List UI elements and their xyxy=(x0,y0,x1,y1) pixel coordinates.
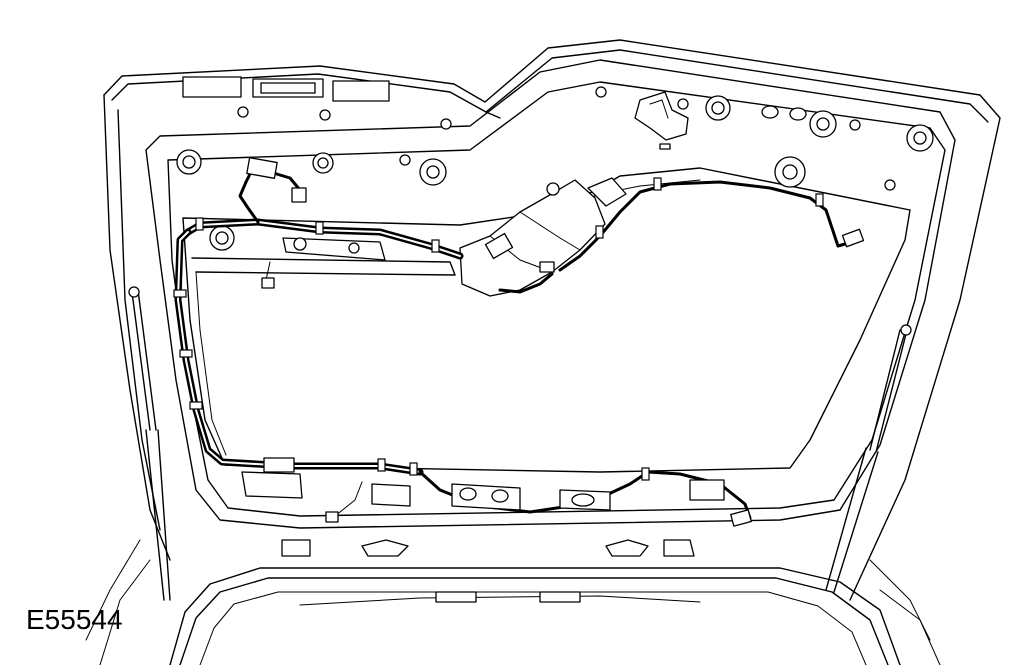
hinge-bracket xyxy=(634,91,689,150)
electrical-connectors xyxy=(246,157,865,527)
grommets xyxy=(176,95,934,251)
lower-trim-components xyxy=(241,471,695,557)
latch-motor-assembly xyxy=(459,177,627,297)
upper-handle-area xyxy=(182,76,390,102)
liftgate-inner-trim xyxy=(145,59,956,529)
figure-reference-number: E55544 xyxy=(26,604,123,635)
gas-struts xyxy=(128,286,912,601)
liftgate-outer-panel xyxy=(103,39,1001,601)
screw-fasteners xyxy=(237,86,896,191)
vehicle-body-opening xyxy=(85,539,941,665)
harness-clips xyxy=(173,177,824,481)
upper-left-pad xyxy=(282,237,386,261)
